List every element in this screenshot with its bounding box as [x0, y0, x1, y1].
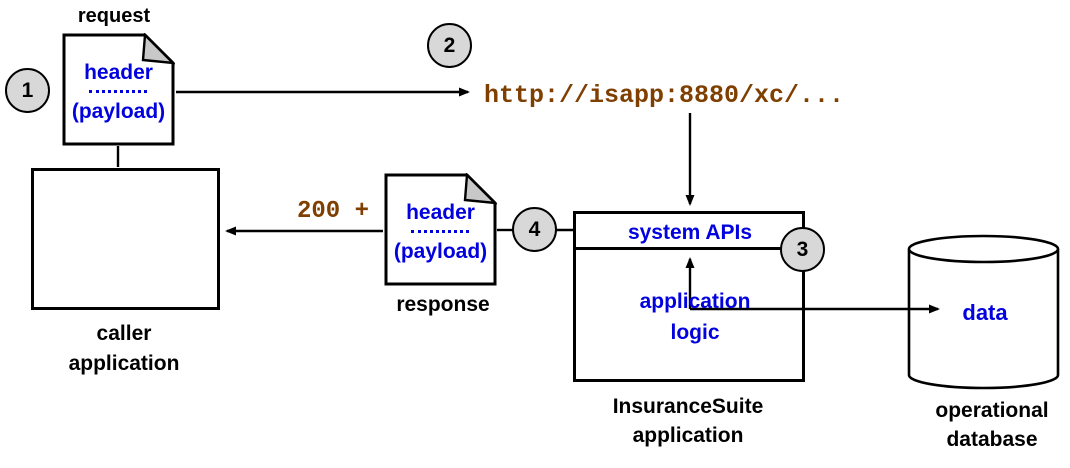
insurancesuite-caption: InsuranceSuite application [612, 395, 764, 447]
caller-application-label: caller application [68, 322, 180, 375]
document-shape [384, 173, 497, 286]
step-4-badge: 4 [512, 207, 557, 252]
response-payload-label: (payload) [393, 240, 488, 263]
system-apis-band [573, 211, 805, 250]
operational-database-caption: operational database [935, 399, 1049, 451]
request-payload-label: (payload) [71, 100, 166, 123]
request-document: header (payload) [62, 33, 175, 146]
application-logic-label: application logic [639, 290, 751, 344]
step-3-badge: 3 [780, 227, 825, 272]
request-separator [89, 90, 147, 93]
step-1-badge: 1 [5, 68, 50, 113]
folded-corner-icon [463, 173, 497, 205]
request-header-label: header [84, 61, 153, 84]
response-title: response [396, 293, 490, 316]
caller-application-box [31, 168, 220, 310]
response-header-label: header [406, 201, 475, 224]
response-status-text: 200 + [296, 198, 370, 225]
response-separator [411, 230, 469, 233]
request-url-text: http://isapp:8880/xc/... [484, 81, 845, 110]
response-document: header (payload) [384, 173, 497, 286]
folded-corner-icon [141, 33, 175, 65]
system-apis-label: system APIs [627, 221, 753, 244]
request-title: request [77, 5, 151, 27]
document-shape [62, 33, 175, 146]
data-label: data [962, 300, 1008, 325]
step-2-badge: 2 [427, 23, 472, 68]
